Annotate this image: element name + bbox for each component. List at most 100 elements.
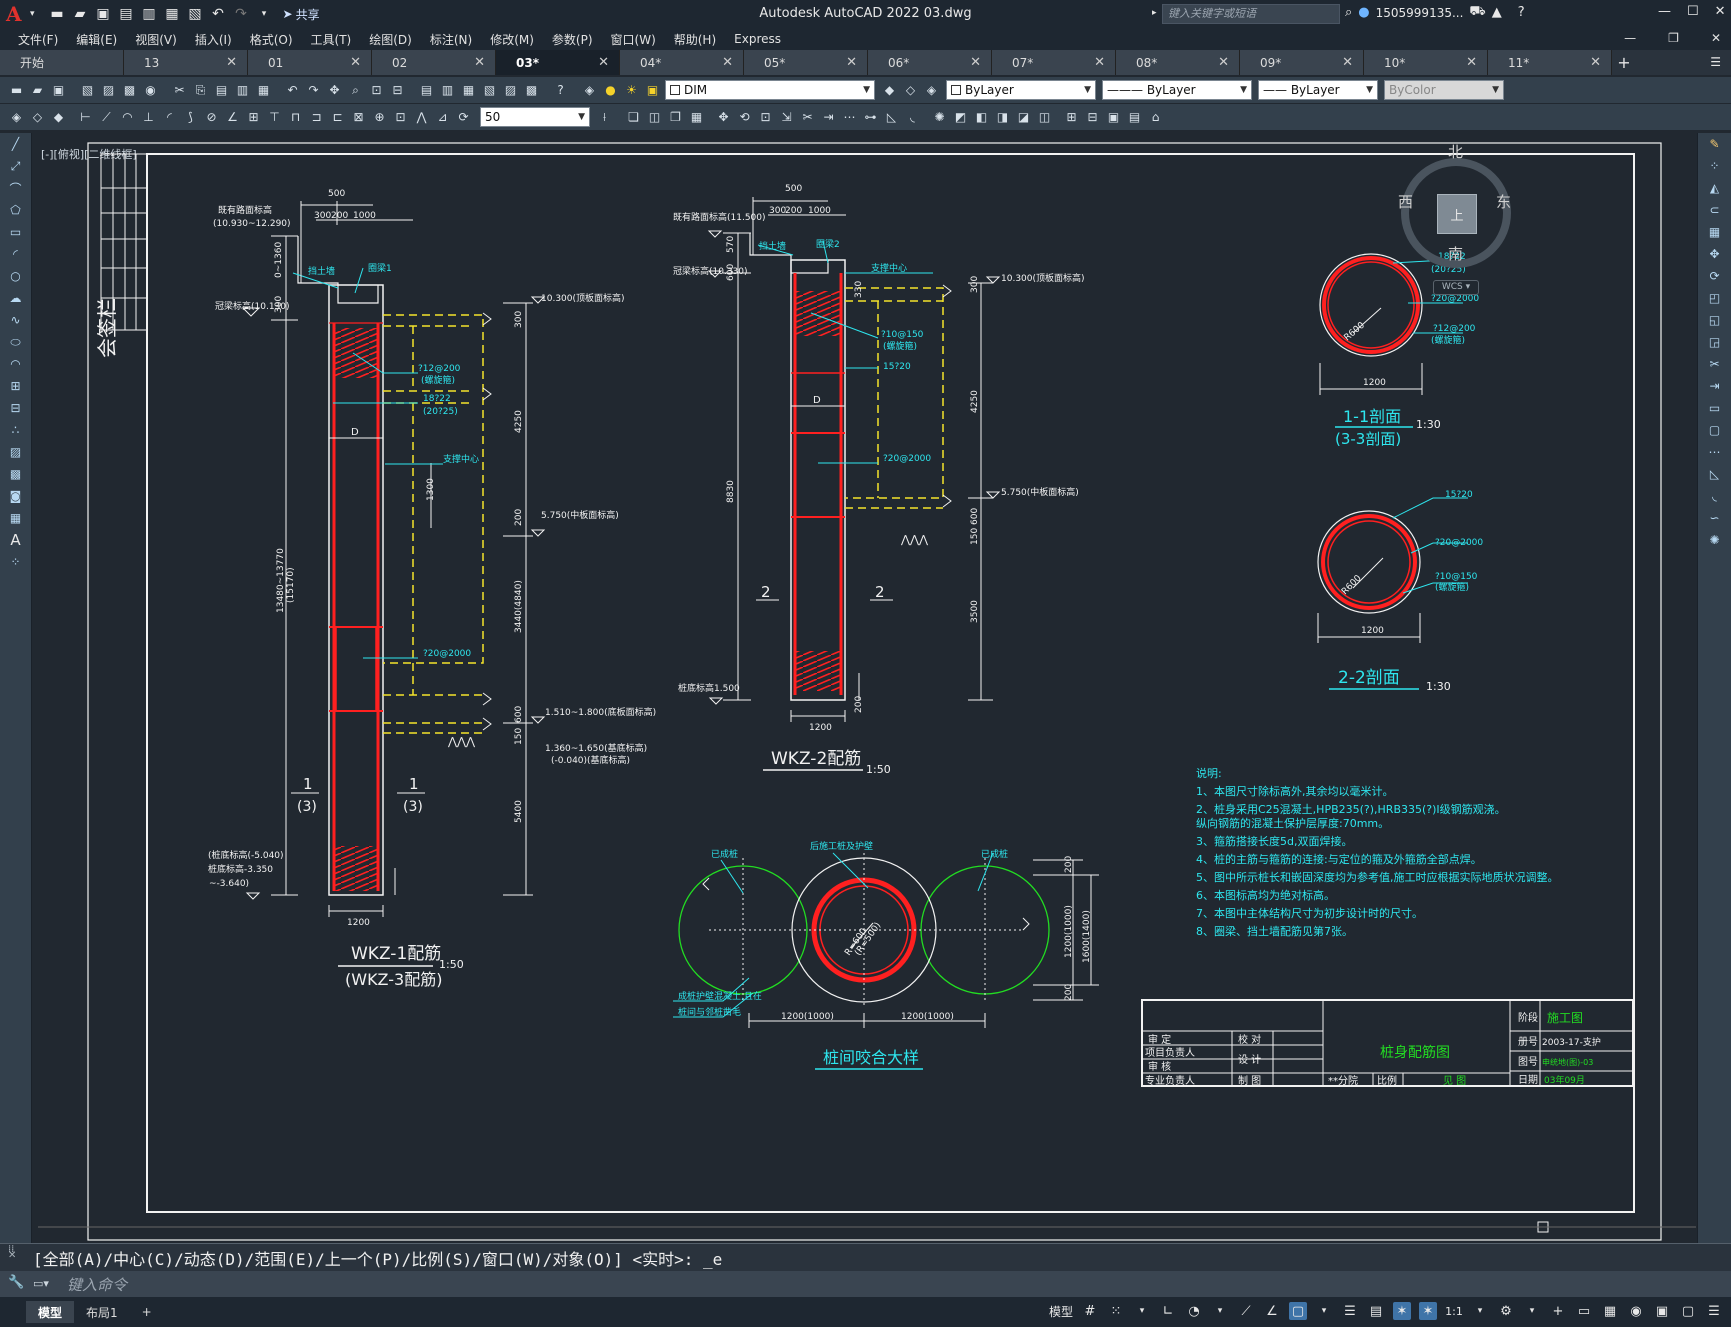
drawing-canvas[interactable]: [-][俯视][二维线框] 会签栏 [33,133,1696,1243]
center-mark-icon[interactable]: ⊕ [374,110,385,124]
menu-edit[interactable]: 编辑(E) [76,32,118,47]
scale-icon[interactable]: ◰ [1708,291,1721,305]
viewcube[interactable]: 上 [1401,158,1511,268]
chamfer-icon[interactable]: ◺ [886,110,897,124]
command-prompt-icon[interactable]: ▭▾ [33,1277,49,1290]
publish-icon[interactable]: ▩ [123,83,136,97]
snap-icon[interactable]: ⁙ [1110,1303,1122,1319]
blend-icon[interactable]: ∽ [1709,511,1720,525]
graphics-performance-icon[interactable]: ▣ [1655,1303,1669,1319]
tab-07[interactable]: 07*✕ [992,50,1116,75]
polyline-icon[interactable]: ⌒ [9,181,22,196]
layer-dropdown[interactable]: DIM▼ [665,80,875,100]
fillet-icon[interactable]: ◟ [910,110,915,124]
menu-dimension[interactable]: 标注(N) [429,32,473,47]
properties-icon[interactable]: ▤ [420,83,433,97]
tab-close-icon[interactable]: ✕ [598,55,609,70]
pan-icon[interactable]: ✥ [329,83,340,97]
command-grip-icon[interactable]: ⁞⁞✕ [8,1244,17,1261]
tab-11[interactable]: 11*✕ [1488,50,1612,75]
customization-icon[interactable]: ☰ [1708,1303,1720,1319]
revcloud-icon[interactable]: ☁ [9,291,22,305]
trim-icon[interactable]: ✂ [1709,357,1720,371]
tab-close-icon[interactable]: ✕ [1590,55,1601,70]
maximize-icon[interactable]: ☐ [1687,4,1699,19]
dim-style-icon[interactable]: ⟊ [602,109,607,124]
array-icon[interactable]: ▦ [690,110,703,124]
rotate-icon[interactable]: ⟳ [1709,269,1720,283]
hyperlink-icon[interactable]: ⌂ [1151,110,1160,124]
layout-tab-model[interactable]: 模型 [26,1301,75,1323]
zoom-previous-icon[interactable]: ⊟ [392,83,403,97]
menu-draw[interactable]: 绘图(D) [369,32,412,47]
plot-icon[interactable]: ▧ [81,83,94,97]
dim-linear-icon[interactable]: ⊢ [80,110,91,124]
app-menu-chevron-icon[interactable]: ▾ [30,9,35,19]
make-block-icon[interactable]: ⊟ [10,401,21,415]
design-center-icon[interactable]: ▥ [441,83,454,97]
save-icon[interactable]: ▣ [52,83,65,97]
menu-insert[interactable]: 插入(I) [194,32,232,47]
arc-icon[interactable]: ◜ [13,247,18,261]
viewcube-north[interactable]: 北 [1448,143,1464,161]
layer-properties-icon[interactable]: ◈ [584,83,595,97]
markup-icon[interactable]: ▨ [504,83,517,97]
close-icon[interactable]: ✕ [1714,4,1726,19]
block-editor-icon[interactable]: ▦ [257,83,270,97]
dim-edit-icon[interactable]: ⊿ [437,110,448,124]
mirror-icon[interactable]: ◫ [648,110,661,124]
tab-01[interactable]: 01✕ [248,50,372,75]
polar-chevron-icon[interactable]: ▾ [1217,1306,1223,1316]
layout-tab-layout1[interactable]: 布局1 [86,1305,118,1320]
break-icon[interactable]: ⋯ [843,110,856,124]
dim-continue-icon[interactable]: ⊓ [290,110,301,124]
osnap-icon[interactable]: ▢ [1289,1302,1307,1320]
help-icon[interactable]: ? [557,83,564,97]
layer-previous-icon[interactable]: ◇ [905,83,916,97]
lengthen-icon[interactable]: ◲ [1708,335,1721,349]
explode-icon[interactable]: ✺ [934,110,945,124]
gear-chevron-icon[interactable]: ▾ [1529,1306,1535,1316]
break-point-icon[interactable]: ▭ [1708,401,1721,415]
model-space-button[interactable]: 模型 [1048,1304,1073,1319]
polar-icon[interactable]: ◔ [1188,1303,1200,1319]
tab-close-icon[interactable]: ✕ [1218,55,1229,70]
layer-lock-icon[interactable]: ▣ [646,83,659,97]
table-icon[interactable]: ▦ [9,511,22,525]
extend-icon[interactable]: ⇥ [1709,379,1720,393]
viewcube-west[interactable]: 西 [1398,193,1414,211]
doc-restore-icon[interactable]: ❐ [1668,31,1679,45]
ortho-icon[interactable]: ∟ [1162,1303,1174,1319]
tab-08[interactable]: 08*✕ [1116,50,1240,75]
dim-arc-icon[interactable]: ◠ [122,110,133,124]
layer-state-icon[interactable]: ◈ [926,83,937,97]
ellipse-icon[interactable]: ⬭ [10,334,21,349]
spline-icon[interactable]: ∿ [10,313,21,327]
quick-dim-icon[interactable]: ⊞ [248,110,259,124]
workspace-gear-icon[interactable]: ⚙ [1500,1303,1512,1319]
user-name[interactable]: 1505999135... [1375,5,1464,20]
autodesk-app-icon[interactable]: ▲ [1491,5,1502,20]
minimize-icon[interactable]: — [1658,4,1671,19]
save-to-web-icon[interactable]: ▦ [165,6,179,22]
dim-diameter-icon[interactable]: ⊘ [206,110,217,124]
dim-ordinate-icon[interactable]: ⊥ [143,110,154,124]
save-as-icon[interactable]: ▤ [119,6,133,22]
dim-baseline-icon[interactable]: ⊤ [269,110,280,124]
draworder-icon[interactable]: ◪ [1017,110,1030,124]
hatch-icon[interactable]: ▨ [9,445,22,459]
dim-scale-dropdown[interactable]: 50▼ [480,107,590,127]
dim-break-icon[interactable]: ⊏ [332,110,343,124]
rotate-icon[interactable]: ⟲ [739,110,750,124]
offset-icon[interactable]: ❐ [670,110,681,124]
preview-icon[interactable]: ▨ [102,83,115,97]
trim-icon[interactable]: ✂ [802,110,813,124]
workspace-chevron-icon[interactable]: ▾ [261,9,267,19]
osnap-tracking-icon[interactable]: ∠ [1266,1303,1278,1319]
menu-file[interactable]: 文件(F) [18,32,59,47]
tab-close-icon[interactable]: ✕ [226,55,237,70]
autocad-logo-icon[interactable]: A [6,2,22,26]
color-dropdown[interactable]: ByLayer▼ [946,80,1096,100]
add-layout-plus-icon[interactable]: + [141,1305,152,1319]
group-icon[interactable]: ◧ [975,110,988,124]
